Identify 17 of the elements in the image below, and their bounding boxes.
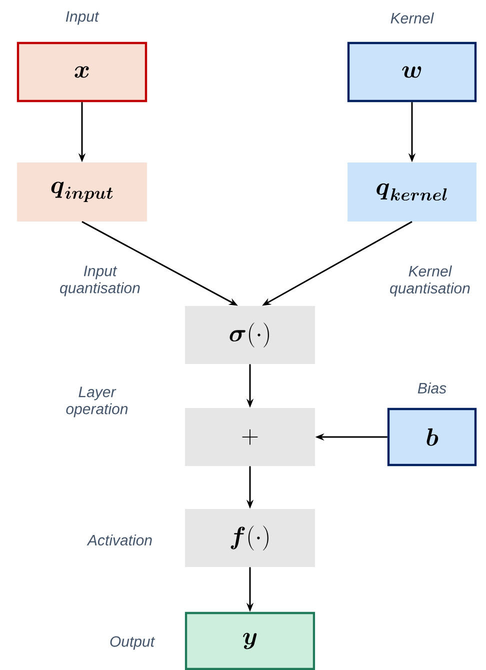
formula-box: $\boldsymbol{w}$ — [347, 42, 477, 102]
stage-label: Layer operation — [66, 386, 128, 418]
node-caption: Activation — [86, 534, 152, 546]
formula-box: $\boldsymbol{q}_{\boldsymbol{input}}$ — [17, 162, 147, 222]
edge-label: Kernel quantisation — [379, 264, 481, 298]
node-caption: Kernel — [390, 12, 434, 24]
formula-box: $\boldsymbol{\sigma}(\cdot)$ — [185, 306, 315, 364]
formula-box: $\boldsymbol{f}(\cdot)$ — [185, 509, 315, 567]
node-caption: Output — [110, 636, 156, 650]
formula-box: $\boldsymbol{x}$ — [16, 42, 148, 102]
formula-box: $+$ — [185, 408, 315, 466]
node-caption: Input — [66, 11, 100, 25]
formula-box: $\boldsymbol{y}$ — [184, 612, 316, 670]
edge-label: Input quantisation — [49, 264, 151, 298]
formula-box: $\boldsymbol{q}_{\boldsymbol{kernel}}$ — [348, 162, 476, 222]
formula-box: $\boldsymbol{b}$ — [387, 408, 477, 466]
node-caption: Bias — [418, 382, 446, 394]
